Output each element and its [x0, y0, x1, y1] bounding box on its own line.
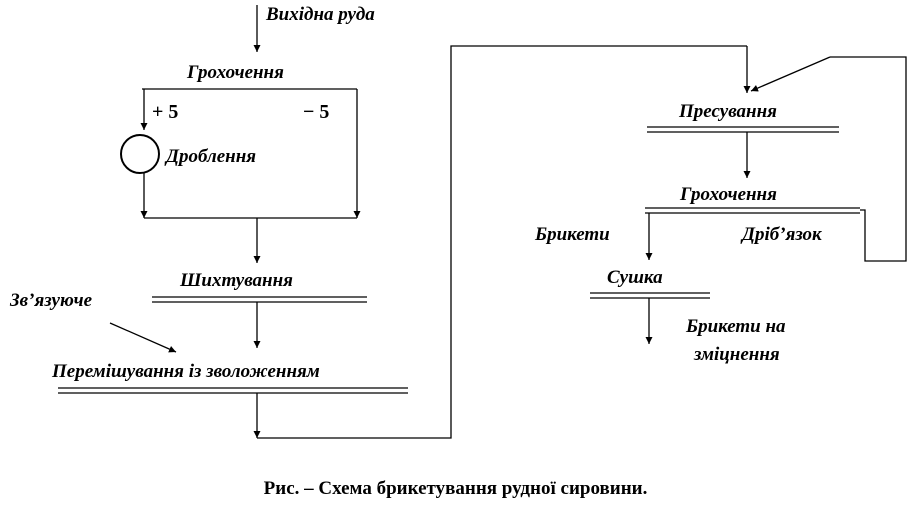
pressing-label: Пресування [679, 101, 777, 122]
charging-label: Шихтування [180, 270, 293, 291]
recycle-arrow [750, 56, 831, 92]
briquettes-label: Брикети [535, 224, 610, 245]
binder-arrow [109, 322, 177, 353]
mixing-label: Перемішування із зволоженням [52, 361, 320, 382]
output-label-line1: Брикети на [686, 316, 786, 337]
binder-label: Зв’язуюче [10, 290, 93, 311]
drying-label: Сушка [607, 267, 663, 288]
input-ore-label: Вихідна руда [266, 4, 375, 25]
fines-label: Дріб’язок [742, 224, 822, 245]
crusher-symbol [120, 134, 160, 174]
crushing-label: Дроблення [166, 146, 257, 167]
plus5-label: + 5 [152, 101, 179, 123]
output-label-line2: зміцнення [694, 344, 780, 365]
connector-line [257, 45, 747, 439]
minus5-label: − 5 [303, 101, 330, 123]
fines-recycle-line [830, 56, 907, 262]
screening-1-label: Грохочення [187, 62, 284, 83]
screening-2-label: Грохочення [680, 184, 777, 205]
figure-caption: Рис. – Схема брикетування рудної сировин… [263, 478, 648, 499]
